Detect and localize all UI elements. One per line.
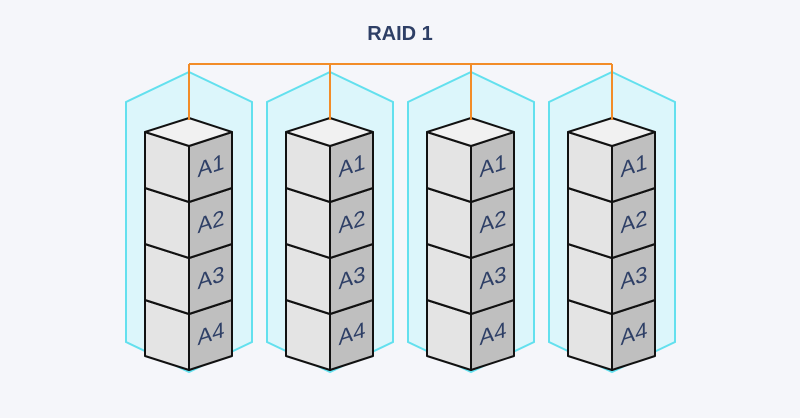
diagram-title: RAID 1 [367,23,433,45]
block-top-face [144,117,233,147]
block-a1: A1 [567,117,656,203]
block-top-face [426,117,515,147]
block-a1: A1 [285,117,374,203]
block-top-face [285,117,374,147]
block-a1: A1 [426,117,515,203]
block-a1: A1 [144,117,233,203]
block-top-face [567,117,656,147]
connector-lines [188,63,613,120]
